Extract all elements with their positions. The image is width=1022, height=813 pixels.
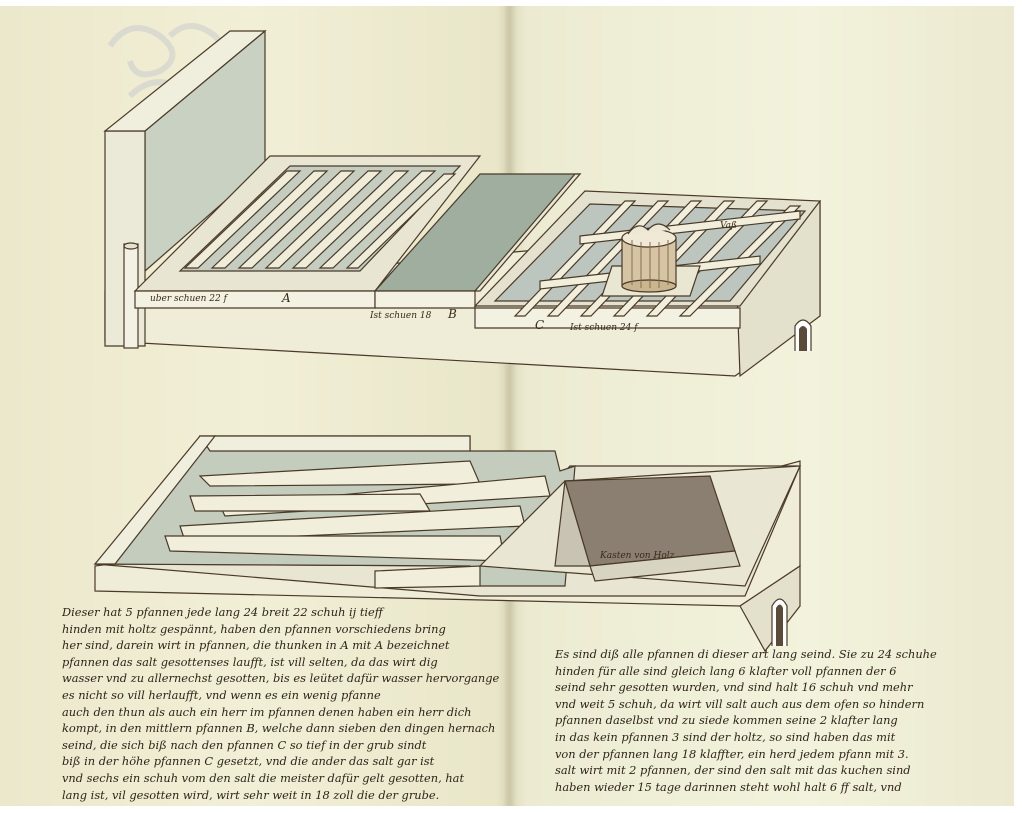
manuscript-text-right: Es sind diß alle pfannen di dieser art l… — [555, 646, 995, 795]
pan-a-caption: uber schuen 22 f — [150, 294, 229, 304]
text-line: vnd weit 5 schuh, da wirt vill salt auch… — [555, 696, 925, 711]
text-line: vnd sechs ein schuh vom den salt die mei… — [62, 770, 465, 785]
manuscript-text-left: Dieser hat 5 pfannen jede lang 24 breit … — [62, 604, 502, 803]
text-line: kompt, in den mittlern pfannen B, welche… — [62, 721, 496, 736]
text-line: es nicht so vill herlaufft, vnd wenn es … — [62, 687, 381, 702]
pan-c-caption: Ist schuen 24 f — [569, 323, 639, 333]
pan-a-letter: A — [281, 291, 291, 305]
text-line: in das kein pfannen 3 sind der holtz, so… — [555, 729, 896, 744]
text-line: hinden für alle sind gleich lang 6 klaft… — [555, 663, 897, 678]
text-line: haben wieder 15 tage darinnen steht wohl… — [555, 779, 902, 794]
saltworks-drawing: uber schuen 22 f A Ist schuen 18 B C Ist… — [93, 23, 822, 653]
text-line: hinden mit holtz gespännt, haben den pfa… — [62, 621, 446, 636]
text-line: wasser vnd zu allernechst gesotten, bis … — [62, 671, 500, 686]
text-line: Es sind diß alle pfannen di dieser art l… — [555, 647, 937, 661]
text-line: her sind, darein wirt in pfannen, die th… — [62, 638, 450, 653]
text-line: seind, die sich biß nach den pfannen C s… — [62, 737, 427, 752]
text-line: von der pfannen lang 18 klaffter, ein he… — [555, 746, 909, 761]
pan-a-slats — [183, 170, 457, 269]
text-line: pfannen daselbst vnd zu siede kommen sei… — [555, 713, 898, 728]
text-line: seind sehr gesotten wurden, vnd sind hal… — [555, 680, 913, 695]
text-line: biß in der höhe pfannen C gesetzt, vnd d… — [62, 754, 435, 769]
upper-plan — [103, 29, 822, 378]
lower-plan — [93, 435, 801, 653]
pan-b-caption: Ist schuen 18 — [369, 311, 432, 321]
pan-c-letter: C — [535, 318, 544, 332]
brine-tub — [601, 223, 701, 297]
text-line: salt wirt mit 2 pfannen, der sind den sa… — [555, 763, 911, 778]
text-line: lang ist, vil gesotten wird, wirt sehr w… — [62, 787, 440, 802]
manuscript-page: uber schuen 22 f A Ist schuen 18 B C Ist… — [0, 6, 1014, 806]
text-line: pfannen das salt gesottenses laufft, ist… — [62, 654, 438, 669]
pan-b-letter: B — [447, 307, 457, 321]
tub-caption: Vaß — [720, 221, 737, 231]
text-line: auch den thun als auch ein herr im pfann… — [62, 704, 472, 719]
text-line: Dieser hat 5 pfannen jede lang 24 breit … — [62, 605, 383, 619]
pit-caption: Kasten von Holz — [599, 551, 675, 561]
